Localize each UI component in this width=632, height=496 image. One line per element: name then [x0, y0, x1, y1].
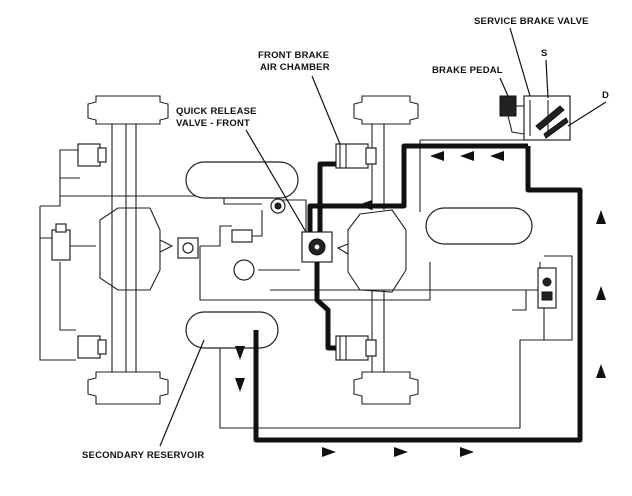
- front-brake-air-chamber-lower: [335, 335, 377, 361]
- flow-arrow: [460, 447, 474, 457]
- quick-release-valve-front: [301, 231, 333, 263]
- service-brake-valve: [523, 95, 571, 141]
- right-axle-assembly: [336, 95, 419, 405]
- front-brake-air-chamber-upper: [335, 143, 377, 169]
- quick-release-valve-label-line2: VALVE - FRONT: [176, 118, 250, 129]
- flow-arrow: [490, 151, 504, 161]
- pressure-protection-valve: [233, 259, 255, 281]
- active-air-lines: [253, 143, 583, 443]
- left-axle-assembly: [87, 95, 174, 405]
- d-label: D: [602, 90, 609, 101]
- s-label: S: [541, 48, 548, 59]
- inline-valve: [231, 229, 253, 243]
- service-brake-valve-label: SERVICE BRAKE VALVE: [474, 16, 589, 27]
- rear-relay-valve: [51, 223, 71, 261]
- brake-pedal: [499, 95, 525, 135]
- flow-arrow: [358, 200, 372, 210]
- rear-brake-chamber-lower: [77, 335, 107, 359]
- quick-release-valve-label-line1: QUICK RELEASE: [176, 106, 257, 117]
- front-brake-air-chamber-label-line1: FRONT BRAKE: [258, 50, 329, 61]
- right-reservoir-tank: [425, 207, 533, 245]
- flow-arrow: [235, 378, 245, 392]
- leader-lines: [159, 27, 607, 447]
- flow-arrow: [322, 447, 336, 457]
- front-brake-air-chamber-label-line2: AIR CHAMBER: [260, 62, 330, 73]
- flow-arrow: [596, 286, 606, 300]
- flow-arrow: [596, 210, 606, 224]
- secondary-reservoir-label: SECONDARY RESERVOIR: [82, 450, 204, 461]
- flow-arrows: [235, 151, 606, 457]
- rear-quick-release-valve: [177, 237, 199, 259]
- upper-reservoir-tank: [185, 161, 299, 199]
- thin-air-lines: [39, 139, 573, 429]
- flow-arrow: [394, 447, 408, 457]
- flow-arrow: [235, 346, 245, 360]
- flow-arrow: [430, 151, 444, 161]
- flow-arrow: [460, 151, 474, 161]
- governor-valve: [537, 267, 557, 309]
- brake-pedal-label: BRAKE PEDAL: [432, 65, 503, 76]
- small-check-valve: [270, 198, 286, 214]
- flow-arrow: [596, 364, 606, 378]
- secondary-reservoir-tank: [185, 311, 279, 349]
- rear-brake-chamber-upper: [77, 143, 107, 167]
